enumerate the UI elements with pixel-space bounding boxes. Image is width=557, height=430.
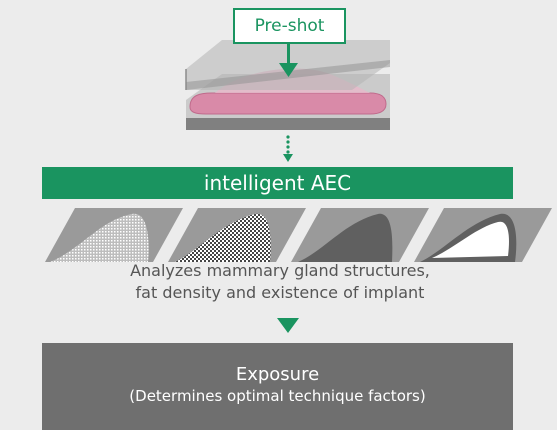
implant-tissue-icon bbox=[414, 208, 552, 262]
preshot-label-text: Pre-shot bbox=[254, 16, 325, 36]
triangle-down-icon bbox=[277, 318, 299, 333]
fine-texture-tissue-icon bbox=[45, 208, 183, 262]
aec-label: intelligent AEC bbox=[203, 171, 352, 195]
arrow-down-icon bbox=[279, 44, 298, 77]
analysis-line-2: fat density and existence of implant bbox=[135, 283, 425, 302]
analysis-line-1: Analyzes mammary gland structures, bbox=[130, 261, 430, 280]
exposure-box: Exposure (Determines optimal technique f… bbox=[42, 343, 513, 430]
analysis-description: Analyzes mammary gland structures, fat d… bbox=[60, 260, 500, 304]
breast-compression-icon bbox=[185, 40, 390, 130]
exposure-title: Exposure bbox=[235, 364, 320, 385]
intelligent-aec-bar: intelligent AEC bbox=[42, 167, 513, 199]
dotted-arrow-icon bbox=[283, 135, 293, 162]
dense-texture-tissue-icon bbox=[168, 208, 306, 262]
fat-tissue-icon bbox=[291, 208, 429, 262]
preshot-label: Pre-shot bbox=[233, 8, 346, 44]
exposure-subtitle: (Determines optimal technique factors) bbox=[129, 387, 426, 405]
